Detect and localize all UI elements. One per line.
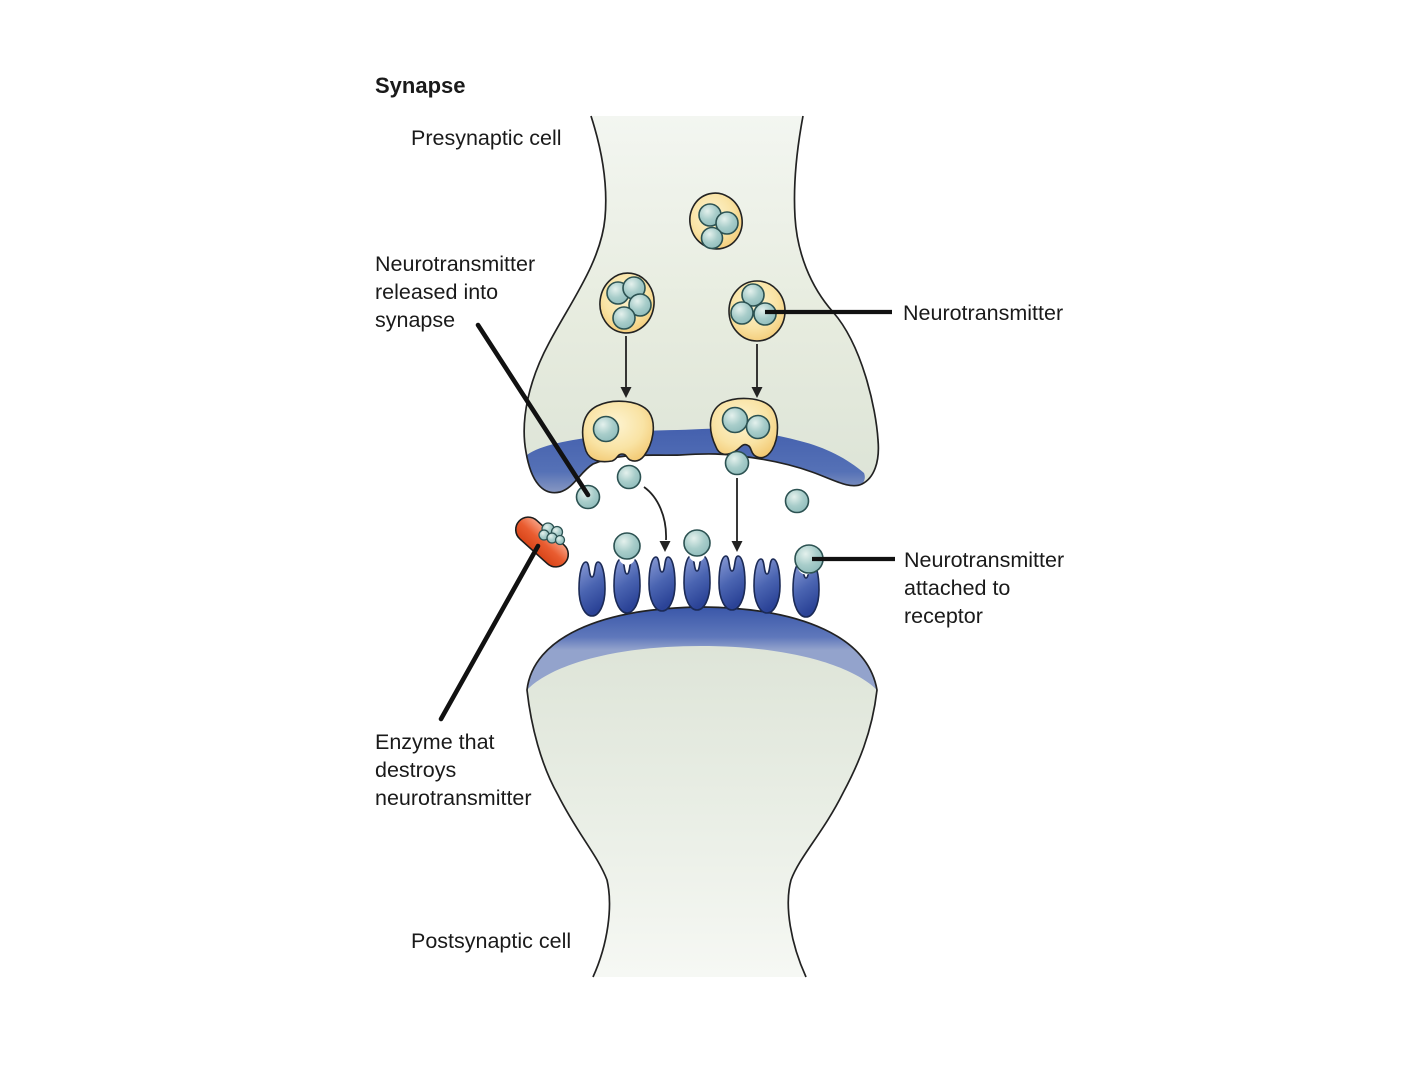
receptor — [753, 558, 781, 614]
enzyme-label: Enzyme that destroys neurotransmitter — [375, 730, 532, 810]
fused-vesicle-right — [709, 397, 779, 459]
synaptic-vesicle-top — [689, 192, 743, 250]
postsynaptic-cell-label: Postsynaptic cell — [411, 929, 572, 953]
neurotransmitter-molecule — [741, 283, 765, 307]
postsynaptic-cell-body — [527, 607, 877, 977]
synaptic-vesicle-right — [728, 280, 786, 342]
receptor-row — [578, 555, 820, 618]
neurotransmitter-molecule — [700, 226, 724, 250]
neurotransmitter-molecule — [721, 406, 749, 434]
neurotransmitter-molecule — [683, 529, 711, 557]
callout-lines — [438, 309, 895, 722]
receptor — [648, 556, 676, 612]
neurotransmitter-molecule — [592, 415, 620, 443]
vesicle-descent-arrow-right — [751, 344, 763, 398]
figure-title: Synapse — [375, 73, 466, 98]
neurotransmitter-molecule — [616, 464, 642, 490]
neurotransmitter-molecule — [613, 532, 641, 560]
cleft-arrow-curved — [643, 486, 671, 552]
neurotransmitter-molecule — [715, 211, 739, 235]
enzyme-capsule — [514, 516, 570, 568]
postsynaptic-membrane — [527, 607, 877, 690]
neurotransmitter-molecule — [730, 301, 754, 325]
degraded-neurotransmitter-fragments — [538, 522, 566, 546]
neurotransmitter-attached-label: Neurotransmitter attached to receptor — [904, 548, 1065, 628]
neurotransmitter-molecule — [745, 414, 771, 440]
receptor — [718, 555, 746, 611]
receptor — [613, 558, 641, 614]
presynaptic-cell-label: Presynaptic cell — [411, 126, 562, 150]
neurotransmitter-molecule — [612, 306, 636, 330]
synaptic-vesicle-left — [599, 272, 655, 334]
cleft-arrow-straight — [731, 478, 743, 552]
neurotransmitter-molecule — [784, 488, 810, 514]
pointer-released — [475, 322, 591, 498]
fused-vesicle-left — [581, 400, 655, 463]
neurotransmitter-molecule — [724, 450, 750, 476]
neurotransmitter-molecule — [628, 293, 652, 317]
vesicle-descent-arrow-left — [620, 336, 632, 398]
docked-neurotransmitters — [613, 529, 824, 575]
receptor — [578, 561, 606, 617]
pointer-enzyme — [438, 543, 541, 722]
neurotransmitter-label: Neurotransmitter — [903, 301, 1064, 325]
cleft-neurotransmitters — [575, 450, 810, 514]
presynaptic-cell-body — [524, 116, 879, 493]
neurotransmitter-released-label: Neurotransmitter released into synapse — [375, 252, 536, 332]
receptor — [683, 555, 711, 611]
